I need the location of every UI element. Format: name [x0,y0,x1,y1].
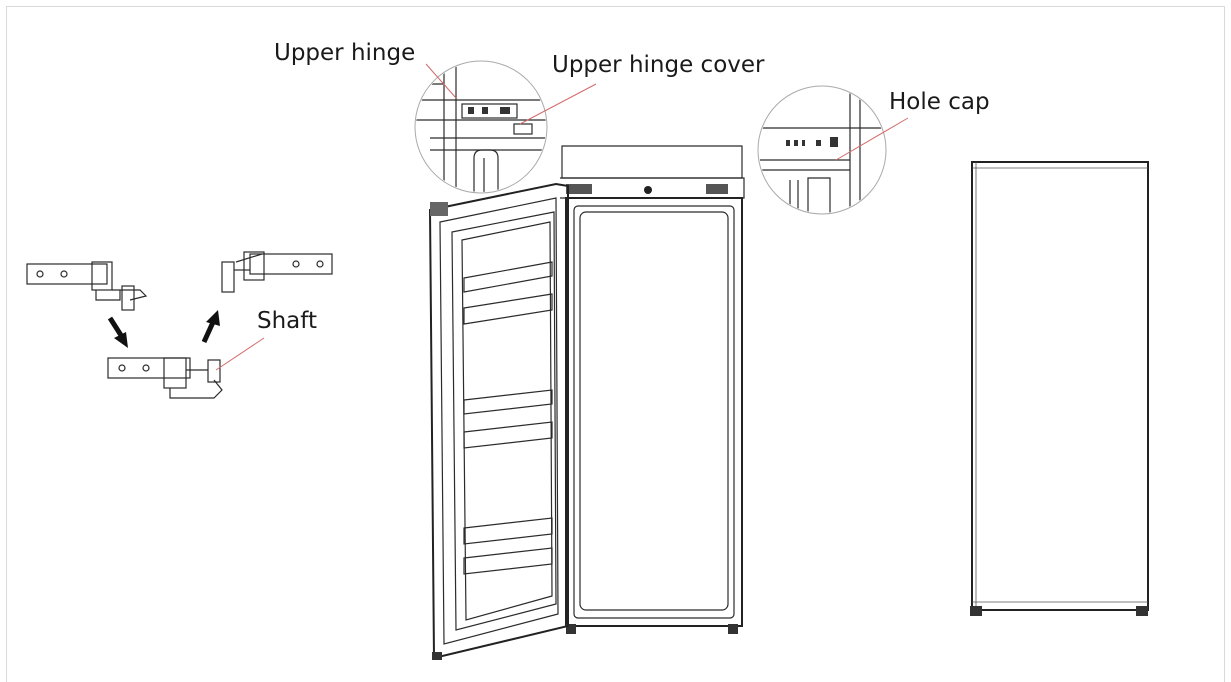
diagram-frame [6,6,1225,682]
hinge-plate-flipped [221,251,333,293]
hole-cap-leader-line [835,117,909,161]
upper-hinge-leader-line [425,63,457,99]
closed-freezer-drawing [970,161,1149,616]
hole-cap-label: Hole cap [889,89,990,115]
arrow-down-icon [107,316,128,348]
upper-hinge-zoom-circle [414,60,597,194]
hole-cap-zoom-circle [757,85,909,215]
shaft-leader-line [215,337,265,371]
open-freezer-drawing [428,145,745,660]
upper-hinge-cover-label: Upper hinge cover [552,52,765,78]
hinge-swap-illustration [26,251,333,399]
arrow-up-icon [201,310,220,344]
hinge-plate-middle [107,357,223,399]
upper-hinge-label: Upper hinge [274,40,416,66]
upper-hinge-cover-leader-line [519,83,597,125]
hinge-plate-original [26,261,148,311]
shaft-label: Shaft [257,308,317,334]
